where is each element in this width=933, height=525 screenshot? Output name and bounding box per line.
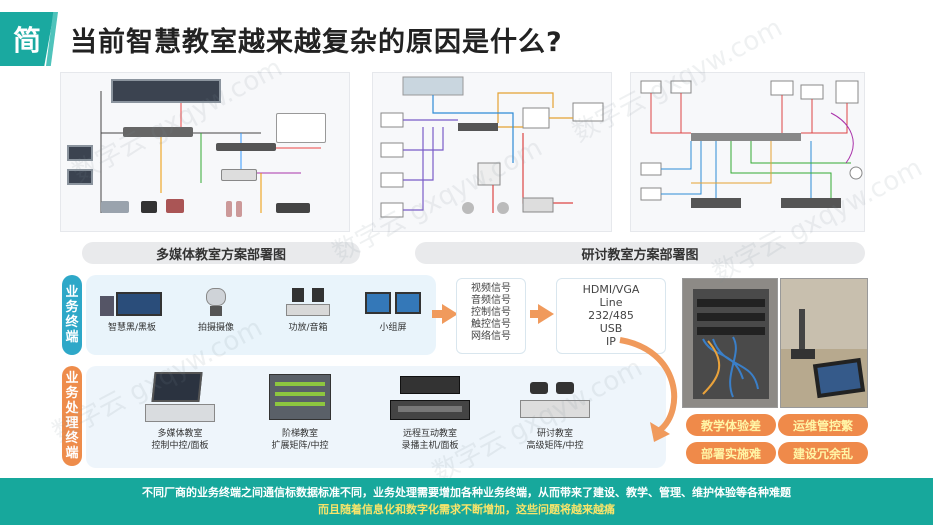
interface-item: USB xyxy=(599,322,623,335)
row-label-business-terminal: 业 务 终 端 xyxy=(62,275,82,355)
device-ptz-camera: 拍摄摄像 xyxy=(186,288,246,334)
device-label-line1: 阶梯教室 xyxy=(281,429,318,439)
seminar-matrix-icon xyxy=(520,372,590,424)
flow-arrow-body xyxy=(530,310,538,318)
row2-label-char: 端 xyxy=(65,446,79,461)
architecture-diagram-wires xyxy=(640,80,863,208)
speaker xyxy=(141,201,157,213)
signal-types-box: 视频信号 音频信号 控制信号 触控信号 网络信号 xyxy=(456,278,526,354)
amplifier-speaker-icon xyxy=(286,288,330,318)
touch-panel-icon xyxy=(145,372,215,424)
recording-host-icon xyxy=(390,372,470,424)
footer-banner: 不同厂商的业务终端之间通信标数据标准不同，业务处理需要增加各种业务终端，从而带来… xyxy=(0,478,933,525)
amplifier xyxy=(221,169,257,181)
equipment-rack-photo xyxy=(682,278,778,408)
interface-item: 232/485 xyxy=(588,309,634,322)
desk-terminal-graphic xyxy=(781,309,867,407)
row1-label-char: 端 xyxy=(65,330,79,345)
device-label-line1: 研讨教室 xyxy=(536,429,573,439)
footer-line1: 不同厂商的业务终端之间通信标数据标准不同，业务处理需要增加各种业务终端，从而带来… xyxy=(142,486,791,499)
row1-label-char: 终 xyxy=(65,315,79,330)
central-controller xyxy=(123,127,193,137)
problem-tag: 教学体验差 xyxy=(686,414,776,436)
document-camera xyxy=(101,201,129,213)
signal-item: 音频信号 xyxy=(471,295,511,306)
group-screen-icon xyxy=(363,288,423,318)
mic-1 xyxy=(226,201,232,217)
row2-label-char: 务 xyxy=(65,386,79,401)
interface-item: HDMI/VGA xyxy=(582,283,640,296)
device-remote-recorder: 远程互动教室 录播主机/面板 xyxy=(375,372,485,452)
row1-label-char: 务 xyxy=(65,300,79,315)
matrix-rack-icon xyxy=(265,372,335,424)
smart-blackboard-icon xyxy=(100,288,164,318)
equipment-rack-graphic xyxy=(693,289,769,399)
badge-text: 简 xyxy=(12,24,41,57)
problem-tag: 建设冗余乱 xyxy=(778,442,868,464)
device-label-line2: 录播主机/面板 xyxy=(401,441,459,451)
signal-item: 控制信号 xyxy=(471,307,511,318)
row2-label-char: 理 xyxy=(65,416,79,431)
device-label-line2: 扩展矩阵/中控 xyxy=(271,441,329,451)
device-multimedia-controller: 多媒体教室 控制中控/面板 xyxy=(130,372,230,452)
device-smart-blackboard: 智慧黑/黑板 xyxy=(96,288,168,334)
flow-arrow-1 xyxy=(442,304,458,324)
device-label-line2: 高级矩阵/中控 xyxy=(526,441,584,451)
interface-types-box: HDMI/VGA Line 232/485 USB IP xyxy=(556,278,666,354)
device-lecture-matrix: 阶梯教室 扩展矩阵/中控 xyxy=(250,372,350,452)
footer-line2: 而且随着信息化和数字化需求不断增加，这些问题将越来越痛 xyxy=(318,503,615,516)
row1-label-char: 业 xyxy=(65,285,79,300)
section-badge: 简 xyxy=(0,12,54,66)
device-label-line1: 多媒体教室 xyxy=(157,429,203,439)
device-seminar-matrix: 研讨教室 高级矩阵/中控 xyxy=(500,372,610,452)
device-amplifier-speaker: 功放/音箱 xyxy=(276,288,340,334)
caption-seminar: 研讨教室方案部署图 xyxy=(415,242,865,264)
row-label-processing-terminal: 业 务 处 理 终 端 xyxy=(62,366,82,466)
wireless-mic xyxy=(166,199,184,213)
seminar-diagram-wires xyxy=(380,76,604,218)
caption-multimedia: 多媒体教室方案部署图 xyxy=(82,242,360,264)
mic-2 xyxy=(236,201,242,217)
row2-label-char: 业 xyxy=(65,371,79,386)
recorder xyxy=(276,203,310,213)
matrix-switcher xyxy=(216,143,276,151)
ptz-camera-icon xyxy=(196,288,236,318)
page-title: 当前智慧教室越来越复杂的原因是什么? xyxy=(70,27,563,58)
interface-item: IP xyxy=(606,335,616,348)
desk-terminal-photo xyxy=(780,278,868,408)
smart-classroom-architecture-diagram xyxy=(630,72,865,232)
signal-item: 触控信号 xyxy=(471,319,511,330)
device-label: 功放/音箱 xyxy=(288,323,328,333)
device-label: 小组屏 xyxy=(379,323,407,333)
device-label-line2: 控制中控/面板 xyxy=(151,441,209,451)
interface-item: Line xyxy=(599,296,623,309)
flow-arrow-body xyxy=(432,310,442,318)
control-panel xyxy=(276,113,326,143)
device-label: 智慧黑/黑板 xyxy=(107,323,157,333)
row2-label-char: 处 xyxy=(65,401,79,416)
smart-display xyxy=(111,79,221,103)
problem-tag: 部署实施难 xyxy=(686,442,776,464)
device-label-line1: 远程互动教室 xyxy=(402,429,457,439)
flow-arrow-2 xyxy=(538,304,554,324)
device-label: 拍摄摄像 xyxy=(197,323,234,333)
signal-item: 视频信号 xyxy=(471,283,511,294)
problem-tag: 运维管控繁 xyxy=(778,414,868,436)
monitor xyxy=(67,169,93,185)
signal-item: 网络信号 xyxy=(471,331,511,342)
row2-label-char: 终 xyxy=(65,431,79,446)
multimedia-deployment-diagram xyxy=(60,72,350,232)
curved-flow-arrow xyxy=(619,337,678,442)
device-group-screen: 小组屏 xyxy=(360,288,426,334)
seminar-wiring-diagram xyxy=(372,72,612,232)
laptop xyxy=(67,145,93,161)
